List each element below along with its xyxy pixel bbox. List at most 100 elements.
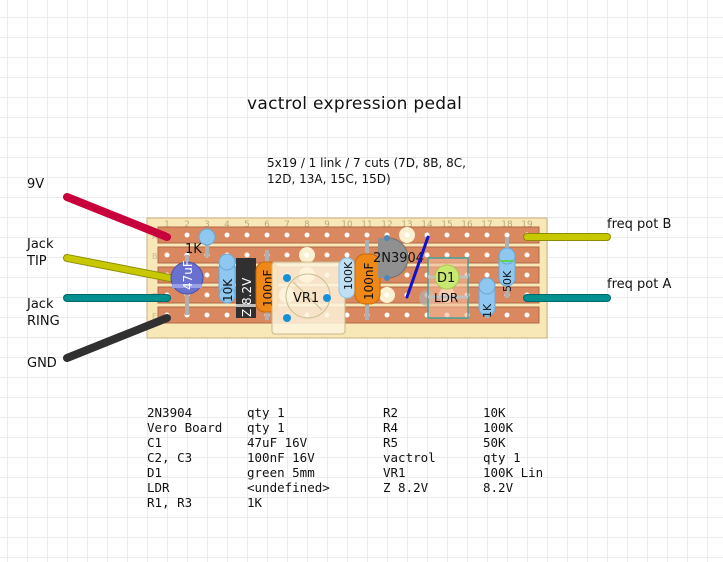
label-jack-ring-line2: RING (27, 314, 60, 329)
bom-cell: C2, C3 (147, 450, 193, 465)
hole (404, 312, 410, 318)
r2-end-bottom (218, 286, 236, 304)
label-gnd: GND (27, 356, 57, 371)
bom-cell: 2N3904 (147, 405, 193, 420)
column-number: 13 (401, 220, 412, 230)
column-number: 8 (304, 220, 310, 230)
column-number: 1 (164, 220, 170, 230)
d1-body (434, 264, 460, 290)
d1-label: D1 (437, 271, 455, 286)
hole (204, 272, 210, 278)
hole (384, 292, 390, 298)
r3-label: 1K (481, 303, 494, 318)
bom-cell: Z 8.2V (383, 480, 429, 495)
hole (484, 232, 490, 238)
q1-pin-3 (384, 275, 390, 281)
r2-label: 10K (221, 278, 235, 302)
jumper-link (405, 235, 430, 299)
hole (284, 232, 290, 238)
hole (404, 232, 410, 238)
bom-cell: LDR (147, 480, 170, 495)
hole (484, 252, 490, 258)
label-9v: 9V (27, 177, 45, 192)
hole (484, 272, 490, 278)
bom-cell: C1 (147, 435, 163, 450)
c3-body (354, 253, 381, 305)
vactrol-ldr-d1: D1 LDR (419, 257, 469, 319)
bom-cell: 50K (483, 435, 506, 450)
r1-body (198, 228, 216, 246)
r2-end-top (218, 253, 236, 271)
hole (344, 252, 350, 258)
bom-cell: 1K (247, 495, 263, 510)
column-number: 2 (184, 220, 190, 230)
label-freq-pot-a: freq pot A (607, 277, 672, 292)
column-number: 5 (244, 220, 250, 230)
bom-cell: Vero Board (147, 420, 223, 435)
column-number: 12 (381, 220, 392, 230)
c1-polarity-stripe (172, 284, 202, 288)
hole (204, 312, 210, 318)
hole (184, 232, 190, 238)
hole (224, 312, 230, 318)
bom-cell: qty 1 (247, 405, 285, 420)
bom-cell: 8.2V (483, 480, 514, 495)
bom-cell: D1 (147, 465, 163, 480)
hole (384, 312, 390, 318)
board-spec: 5x19 / 1 link / 7 cuts (7D, 8B, 8C, 12D,… (267, 156, 466, 186)
resistor-r5: 50K (498, 237, 516, 298)
hole (524, 272, 530, 278)
hole (264, 232, 270, 238)
label-freq-pot-b: freq pot B (607, 217, 672, 232)
column-number: 17 (481, 220, 492, 230)
hole (304, 232, 310, 238)
q1-label: 2N3904 (373, 251, 424, 266)
row-letter: E (152, 312, 157, 321)
column-number: 19 (521, 220, 533, 230)
column-number: 9 (324, 220, 330, 230)
column-number: 6 (264, 220, 270, 230)
bom-cell: R2 (383, 405, 399, 420)
vr1-pin-1 (283, 274, 291, 282)
bom-cell: qty 1 (483, 450, 521, 465)
bom-cell: 100K Lin (483, 465, 544, 480)
label-jack-tip-line2: TIP (27, 254, 47, 269)
c3-label: 100nF (362, 262, 376, 300)
column-number: 10 (341, 220, 353, 230)
bom-cell: green 5mm (247, 465, 315, 480)
hole (324, 252, 330, 258)
transistor-q1: 2N3904 (373, 235, 424, 281)
zener-label: Z 8.2V (240, 277, 254, 317)
zener-body (236, 258, 256, 318)
q1-body (387, 237, 409, 279)
label-jack-tip-line1: Jack (27, 237, 54, 252)
label-jack-tip: Jack TIP (27, 236, 53, 270)
diagram-title: vactrol expression pedal (247, 94, 463, 114)
hole (424, 252, 430, 258)
wire-9v (63, 193, 171, 241)
r4-label: 100K (342, 261, 355, 290)
hole (404, 272, 410, 278)
r3-end (478, 277, 496, 295)
hole (164, 252, 170, 258)
column-number: 7 (284, 220, 290, 230)
column-number: 11 (361, 220, 372, 230)
hole (444, 232, 450, 238)
hole (504, 232, 510, 238)
bom-cell: R4 (383, 420, 399, 435)
q1-pin-1 (384, 235, 390, 241)
label-jack-ring-line1: Jack (27, 297, 54, 312)
row-letter: B (152, 252, 158, 261)
column-number: 15 (441, 220, 452, 230)
hole (304, 252, 310, 258)
hole (524, 312, 530, 318)
hole (444, 252, 450, 258)
ldr-label: LDR (434, 291, 458, 305)
hole (324, 232, 330, 238)
column-number: 3 (204, 220, 210, 230)
vr1-knob-indicator (292, 281, 323, 311)
bom-cell: vactrol (383, 450, 436, 465)
